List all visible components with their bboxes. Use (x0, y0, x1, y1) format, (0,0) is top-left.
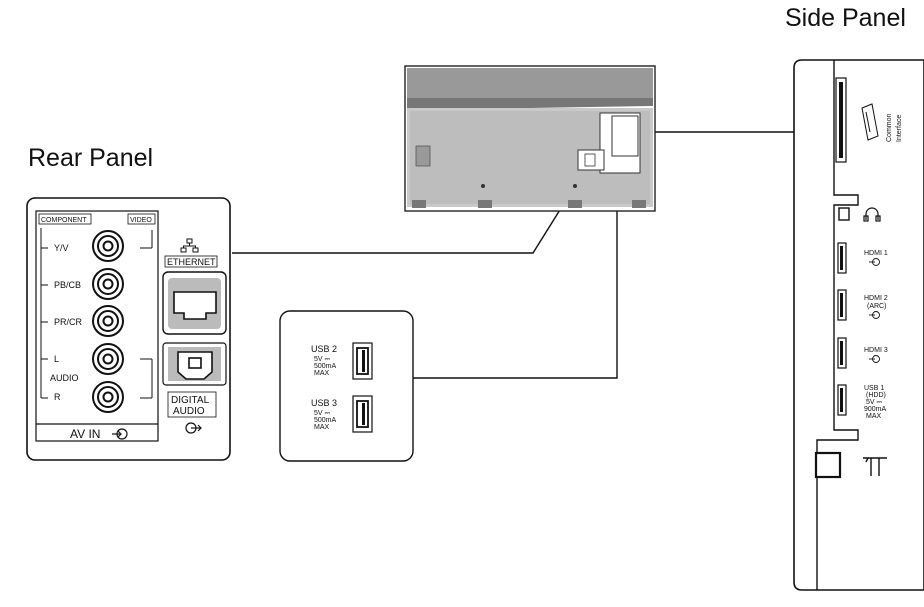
usb-connection-line (413, 165, 618, 379)
usb2-port[interactable] (352, 342, 373, 380)
usb1-max: MAX (866, 413, 882, 420)
usb1-current: 900mA (864, 406, 887, 413)
usb2-current: 500mA (314, 363, 337, 370)
hdmi3-port[interactable] (837, 337, 847, 369)
hdmi1-label: HDMI 1 (864, 250, 888, 257)
hdmi1-port[interactable] (837, 242, 847, 274)
output-icon (185, 422, 202, 434)
video-label: VIDEO (130, 217, 152, 224)
usb3-max: MAX (314, 424, 330, 431)
hdmi1-input-icon (869, 258, 880, 266)
rca-jack-l[interactable] (92, 343, 124, 375)
rca-jack-pr[interactable] (92, 305, 124, 337)
hdmi2-input-icon (869, 311, 880, 319)
component-label: COMPONENT (41, 217, 87, 224)
jack-label-pr: PR/CR (54, 317, 83, 327)
side-panel: Common Interface HDMI 1 HDMI 2 (ARC) (793, 59, 924, 591)
tv-back-view (404, 65, 656, 212)
usb3-port[interactable] (352, 395, 373, 433)
jack-label-l: L (54, 354, 59, 364)
usb1-port[interactable] (837, 384, 847, 416)
hdmi2-label: HDMI 2 (864, 295, 888, 302)
rear-panel-title: Rear Panel (28, 144, 153, 172)
interface-label: Interface (896, 115, 903, 142)
digital-label: DIGITAL (171, 395, 210, 406)
usb2-label: USB 2 (311, 344, 337, 354)
rca-jack-pb[interactable] (92, 268, 124, 300)
side-panel-title: Side Panel (785, 4, 906, 32)
usb2-voltage: 5V ⎓ (314, 356, 331, 363)
ethernet-label: ETHERNET (167, 257, 216, 267)
side-button[interactable] (814, 451, 842, 479)
av-in-label: AV IN (70, 427, 100, 441)
jack-label-r: R (54, 392, 61, 402)
usb3-label: USB 3 (311, 398, 337, 408)
hdmi3-label: HDMI 3 (864, 347, 888, 354)
rca-jack-r[interactable] (92, 381, 124, 413)
usb2-max: MAX (314, 370, 330, 377)
usb1-label: USB 1 (864, 385, 884, 392)
hdmi3-input-icon (869, 355, 880, 363)
jack-label-pb: PB/CB (54, 280, 81, 290)
hdmi2-arc-label: (ARC) (867, 303, 886, 310)
rca-jack-y[interactable] (92, 230, 124, 262)
hdmi2-port[interactable] (837, 289, 847, 321)
common-interface-slot[interactable] (835, 77, 847, 163)
terminal-icon (863, 457, 887, 476)
usb3-current: 500mA (314, 417, 337, 424)
usb3-voltage: 5V ⎓ (314, 410, 331, 417)
usb1-voltage: 5V ⎓ (866, 399, 883, 406)
usb1-hdd-label: (HDD) (866, 392, 886, 399)
usb-panel: USB 2 5V ⎓ 500mA MAX USB 3 5V ⎓ 500mA MA… (279, 310, 414, 462)
jack-label-y: Y/V (54, 243, 69, 253)
optical-audio-port[interactable] (162, 342, 227, 386)
card-insert-icon (861, 103, 879, 141)
network-icon (180, 238, 199, 253)
input-icon (112, 428, 128, 440)
common-label: Common (886, 113, 893, 142)
audio-out-label: AUDIO (173, 406, 205, 417)
headphone-jack[interactable] (838, 207, 850, 221)
audio-label: AUDIO (50, 373, 79, 383)
rear-panel: COMPONENT VIDEO Y/V PB/CB PR/CR L AUDIO … (26, 197, 231, 461)
headphone-icon (863, 207, 881, 222)
ethernet-port[interactable] (162, 271, 227, 335)
